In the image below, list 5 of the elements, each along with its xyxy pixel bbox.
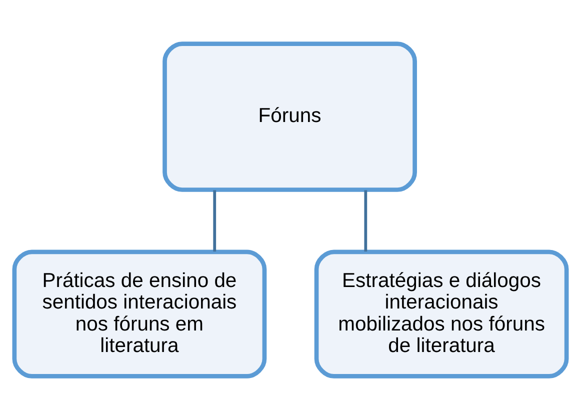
node-box: Fóruns — [162, 42, 417, 192]
connector — [213, 190, 216, 252]
node-box: Estratégias e diálogos interacionais mobilizados nos fóruns de literatura — [314, 250, 569, 378]
node-box: Práticas de ensino de sentidos interacionais nos fóruns em literatura — [12, 250, 267, 378]
connector — [364, 190, 368, 252]
